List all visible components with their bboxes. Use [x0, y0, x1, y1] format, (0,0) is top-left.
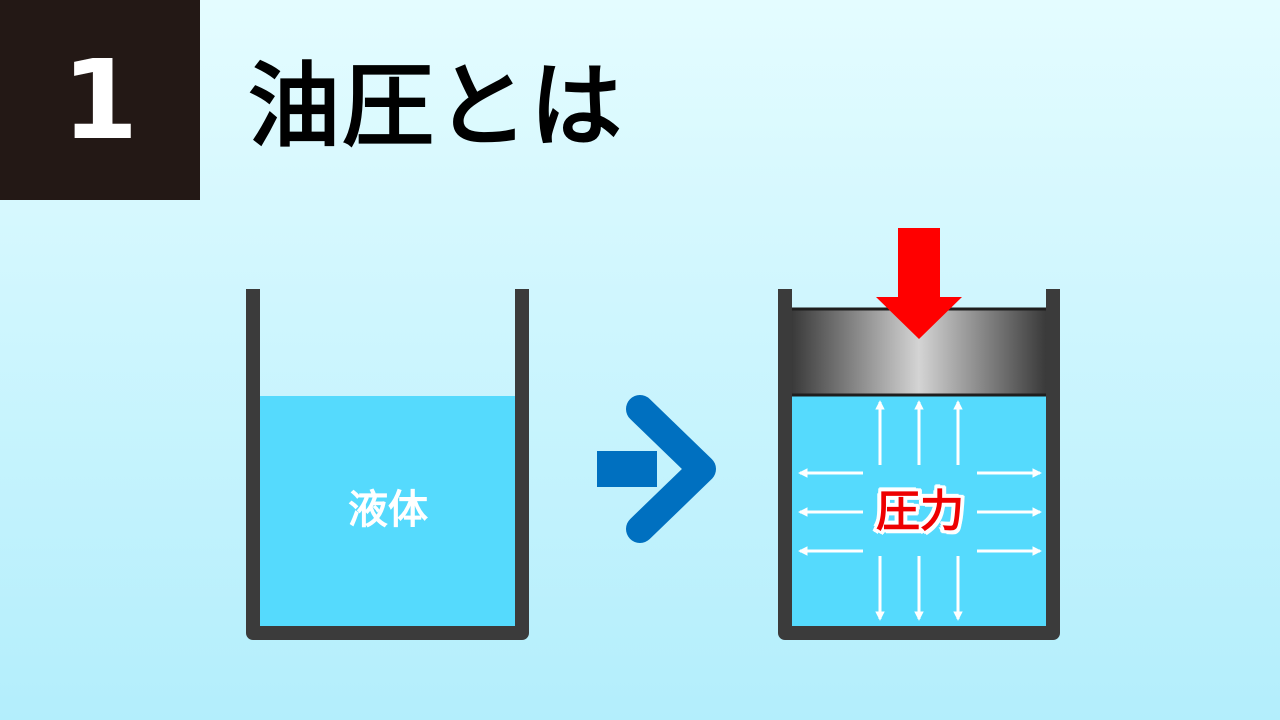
page-title: 油圧とは: [248, 53, 625, 160]
section-number: 1: [61, 36, 139, 164]
left-container-walls: [246, 289, 529, 640]
left-liquid: [260, 396, 516, 628]
pressure-label: 圧力: [876, 486, 964, 537]
section-number-badge: 1: [0, 0, 200, 200]
transition-arrow-icon: [597, 395, 716, 543]
liquid-label: 液体: [348, 487, 428, 533]
force-arrow-icon: [876, 228, 962, 339]
pressure-arrows: [798, 400, 1042, 621]
left-container: [246, 289, 529, 640]
right-container-walls: [778, 289, 1060, 640]
